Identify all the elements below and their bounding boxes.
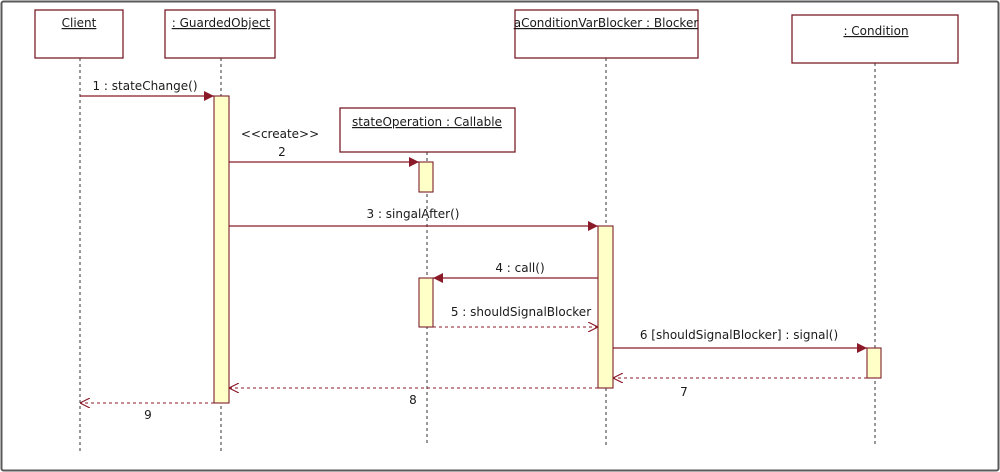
activation-condition (866, 347, 882, 379)
lifeline-state-operation-box (339, 107, 516, 153)
lifeline-condition-label: : Condition (843, 24, 908, 38)
lifeline-condition-box (791, 14, 959, 64)
message-2: <<create>> 2 (229, 127, 419, 167)
activation-state-operation-create (418, 161, 434, 193)
message-4-label: 4 : call() (495, 261, 544, 275)
message-5-label: 5 : shouldSignalBlocker (451, 305, 591, 319)
message-9-label: 9 (144, 408, 152, 422)
activation-blocker (597, 225, 614, 389)
activation-guarded-object (213, 95, 230, 404)
message-3-label: 3 : singalAfter() (367, 207, 460, 221)
lifeline-condition: : Condition (791, 14, 959, 445)
activation-state-operation-call (418, 277, 434, 328)
message-1: 1 : stateChange() (80, 79, 214, 101)
lifeline-client: Client (34, 9, 124, 454)
message-8: 8 (229, 388, 598, 407)
lifeline-client-label: Client (62, 16, 97, 30)
lifeline-guarded-object-box (164, 9, 276, 59)
lifeline-state-operation: stateOperation : Callable (339, 107, 516, 445)
message-4: 4 : call() (433, 261, 598, 283)
message-2-label: 2 (278, 145, 286, 159)
message-1-label: 1 : stateChange() (92, 79, 197, 93)
message-6-label: 6 [shouldSignalBlocker] : signal() (640, 328, 838, 342)
lifeline-blocker-box (514, 9, 699, 59)
message-7-label: 7 (680, 385, 688, 399)
message-9: 9 (80, 403, 214, 422)
message-2-stereotype: <<create>> (241, 127, 319, 141)
message-6: 6 [shouldSignalBlocker] : signal() (613, 328, 867, 353)
lifeline-guarded-object-label: : GuardedObject (172, 16, 271, 30)
message-7: 7 (613, 378, 867, 399)
lifeline-state-operation-label: stateOperation : Callable (352, 115, 502, 129)
message-8-label: 8 (409, 393, 417, 407)
lifeline-client-box (34, 9, 124, 59)
lifeline-guarded-object: : GuardedObject (164, 9, 276, 454)
message-5: 5 : shouldSignalBlocker (433, 305, 598, 327)
lifeline-blocker-label: aConditionVarBlocker : Blocker (514, 16, 699, 30)
message-3: 3 : singalAfter() (229, 207, 598, 231)
lifeline-blocker: aConditionVarBlocker : Blocker (514, 9, 699, 445)
